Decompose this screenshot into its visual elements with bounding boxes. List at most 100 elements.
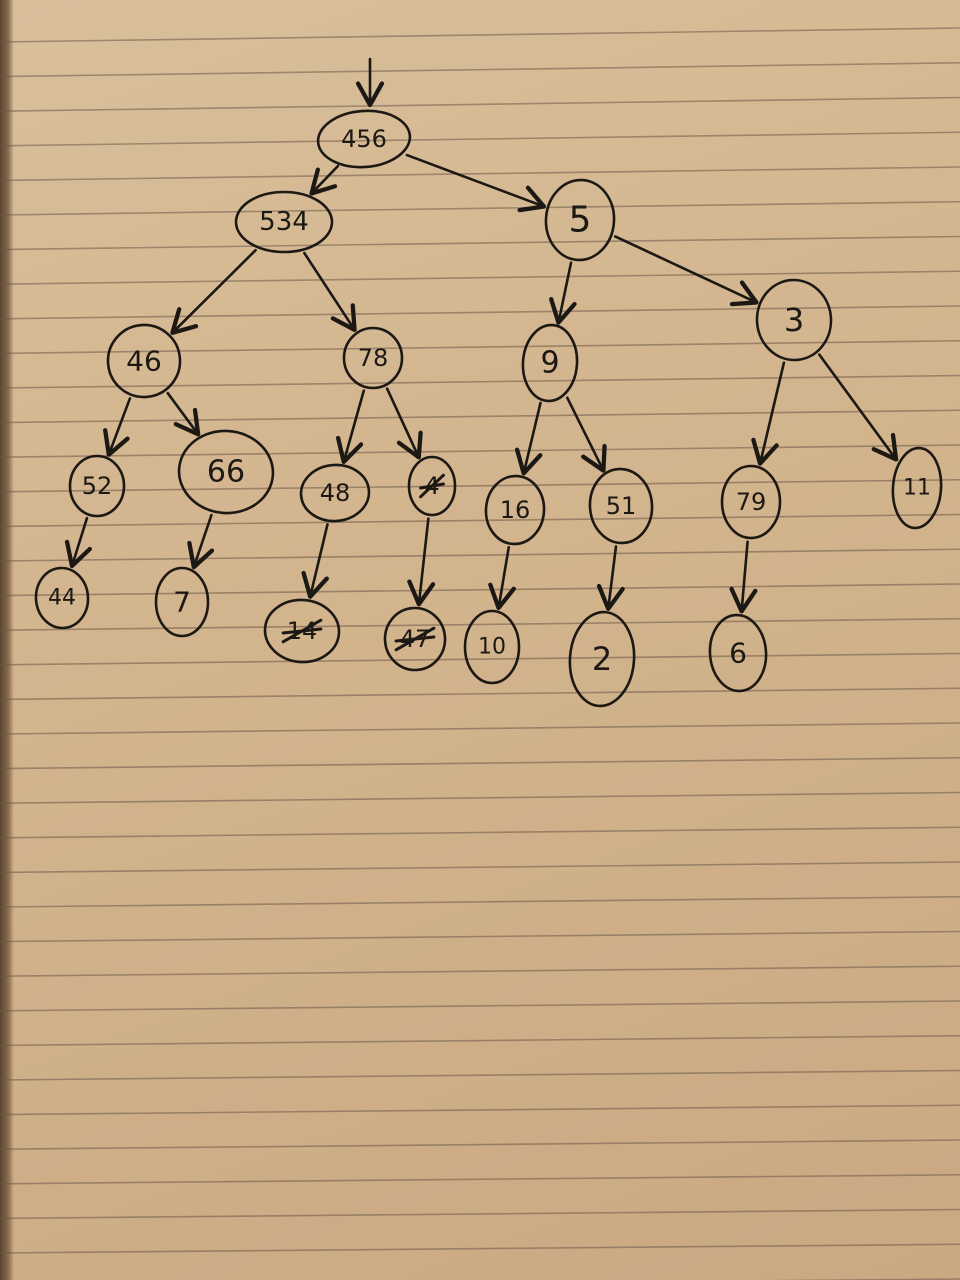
ruled-line [0, 339, 960, 355]
node-label: 10 [478, 635, 506, 660]
node-circle [106, 323, 182, 399]
node-label: 52 [82, 472, 113, 500]
ruled-line [0, 895, 960, 908]
node-circle [588, 467, 654, 545]
ruled-line [0, 1000, 960, 1012]
strike-through-mark [281, 627, 323, 635]
tree-node-10: 10 [463, 609, 521, 685]
node-circle [544, 178, 616, 262]
tree-node-16: 16 [484, 474, 546, 546]
node-circle [342, 326, 404, 390]
ruled-line [0, 791, 960, 804]
tree-node-52: 52 [68, 454, 126, 518]
node-label: 2 [592, 640, 612, 678]
tree-node-2: 2 [568, 610, 636, 708]
notebook-binding-edge [0, 0, 14, 1280]
edge-arrow-5-to-9 [549, 261, 577, 325]
tree-node-534: 534 [234, 190, 334, 254]
node-label: 6 [729, 637, 747, 670]
ruled-line [0, 1173, 960, 1185]
node-label: 48 [320, 479, 351, 507]
edge-arrow-4-to-47 [407, 517, 436, 607]
ruled-line [0, 27, 960, 43]
node-label: 7 [173, 586, 191, 619]
ruled-line [0, 583, 960, 597]
tree-node-14: 14 [263, 598, 341, 664]
edge-arrow-16-to-10 [488, 546, 517, 611]
node-circle [177, 429, 275, 515]
node-circle [154, 566, 210, 638]
node-circle [708, 613, 768, 693]
tree-node-46: 46 [106, 323, 182, 399]
ruled-lines [0, 27, 960, 1280]
node-circle [720, 464, 782, 540]
ruled-line [0, 166, 960, 182]
tree-node-11: 11 [891, 446, 943, 530]
node-circle [234, 190, 334, 254]
node-circle [383, 606, 447, 672]
node-circle [68, 454, 126, 518]
ruled-line [0, 756, 960, 770]
tree-node-456: 456 [316, 109, 412, 169]
edge-arrow-46-to-66 [166, 391, 201, 437]
node-circle [263, 598, 341, 664]
ruled-line [0, 861, 960, 874]
edge-arrow-3-to-79 [751, 361, 786, 466]
ruled-line [0, 826, 960, 839]
tree-node-5: 5 [544, 178, 616, 262]
tree-node-6: 6 [708, 613, 768, 693]
edge-arrow-51-to-2 [596, 545, 625, 611]
node-label: 46 [126, 345, 162, 378]
edge-arrow-5-to-3 [613, 235, 759, 307]
ruled-line [0, 1208, 960, 1220]
tree-edges [64, 57, 899, 614]
ruled-line [0, 1243, 960, 1254]
tree-node-47: 47 [383, 606, 447, 672]
ruled-line [0, 687, 960, 701]
node-circle [299, 463, 371, 523]
edge-arrow-79-to-6 [729, 540, 758, 614]
edge-arrow-78-to-4 [385, 387, 423, 460]
edge-arrow-48-to-14 [301, 523, 329, 599]
edge-arrow-78-to-48 [335, 389, 366, 465]
node-circle [568, 610, 636, 708]
tree-node-3: 3 [755, 278, 833, 362]
edge-arrow-46-to-52 [103, 397, 132, 457]
ruled-line [0, 270, 960, 285]
tree-node-51: 51 [588, 467, 654, 545]
tree-node-44: 44 [34, 566, 90, 630]
node-circle [484, 474, 546, 546]
tree-node-4: 4 [407, 455, 457, 517]
ruled-line [0, 1034, 960, 1047]
ruled-line [0, 722, 960, 735]
node-label: 16 [500, 496, 531, 524]
edge-arrow-9-to-51 [565, 396, 607, 473]
node-label: 44 [48, 586, 76, 611]
ruled-line [0, 131, 960, 147]
node-circle [463, 609, 521, 685]
edge-arrow-52-to-44 [64, 516, 92, 569]
ruled-line [0, 1069, 960, 1081]
ruled-line [0, 478, 960, 493]
ruled-line [0, 1104, 960, 1116]
ruled-line [0, 374, 960, 389]
tree-node-66: 66 [177, 429, 275, 515]
strike-through-mark [394, 635, 436, 643]
node-label: 9 [540, 346, 559, 381]
tree-node-7: 7 [154, 566, 210, 638]
ruled-line [0, 61, 960, 78]
ruled-line [0, 930, 960, 943]
node-circle [316, 109, 412, 169]
ruled-line [0, 444, 960, 458]
node-circle [407, 455, 457, 517]
ruled-line [0, 1139, 960, 1150]
ruled-line [0, 200, 960, 216]
edge-arrow-534-to-78 [303, 251, 357, 332]
edge-arrow-3-to-11 [818, 353, 899, 462]
node-label: 456 [341, 125, 387, 153]
ruled-line [0, 235, 960, 251]
tree-node-9: 9 [521, 323, 579, 403]
strike-through-mark [419, 482, 445, 490]
